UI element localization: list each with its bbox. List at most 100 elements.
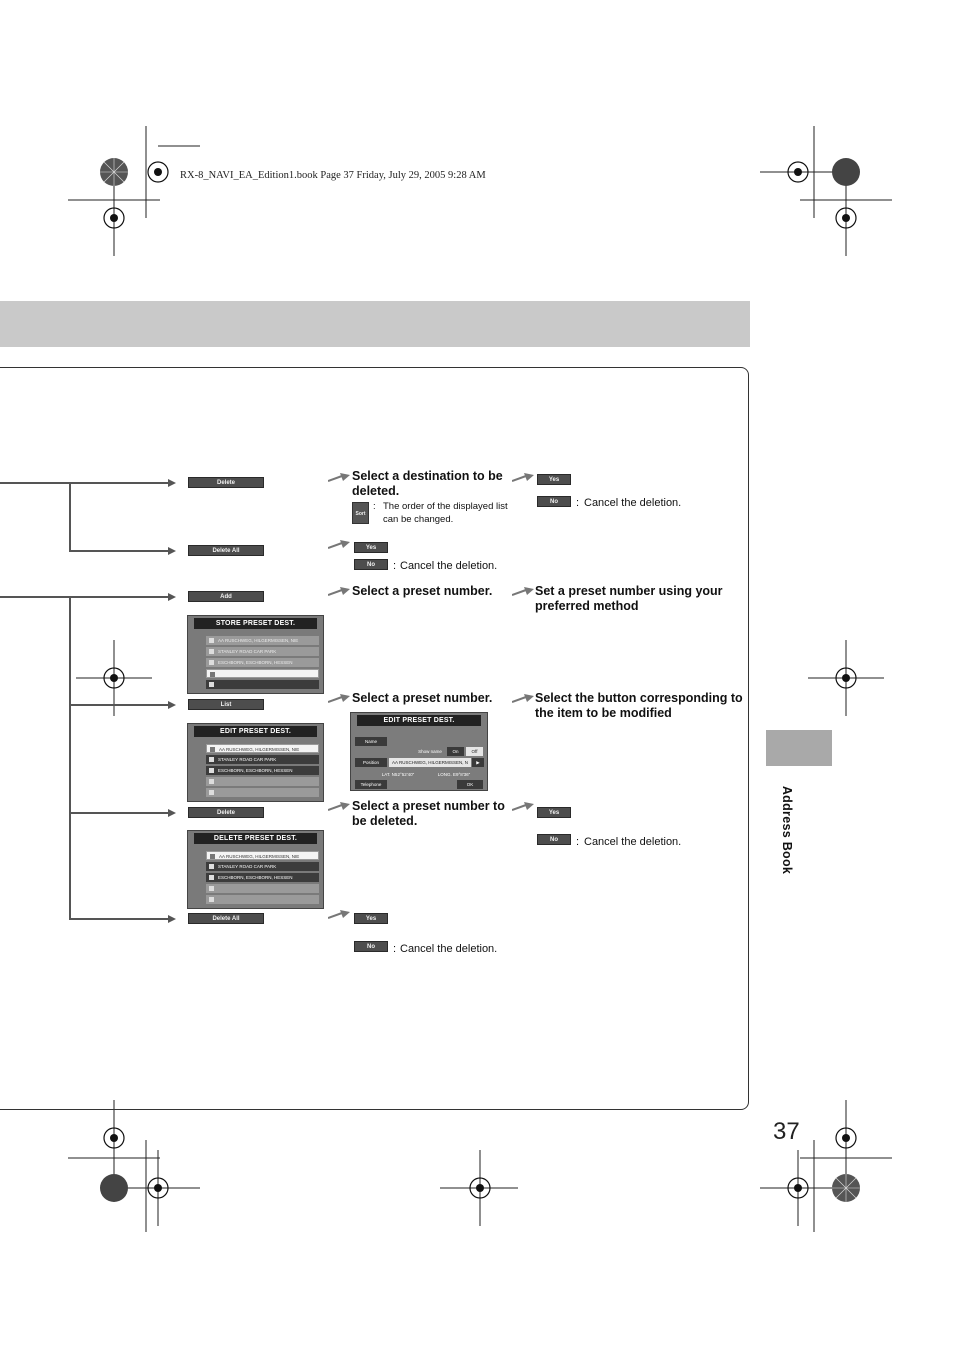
screen-title: EDIT PRESET DEST. — [357, 715, 481, 726]
edit-preset-list-screen: EDIT PRESET DEST. AA RUSCHWEG, HILGERMIS… — [187, 723, 324, 802]
flag-icon — [209, 649, 214, 655]
delete-preset-list-screen: DELETE PRESET DEST. AA RUSCHWEG, HILGERM… — [187, 830, 324, 909]
flag-icon — [209, 875, 214, 881]
list-item[interactable]: AA RUSCHWEG, HILGERMISSEN, NIE — [206, 744, 319, 753]
cancel-deletion-note: Cancel the deletion. — [400, 943, 498, 955]
branch-arrowhead — [168, 479, 176, 487]
flag-icon — [209, 660, 214, 666]
flow-arrow — [512, 694, 534, 704]
cancel-deletion-note: Cancel the deletion. — [584, 497, 682, 509]
step-select-preset-number: Select a preset number. — [352, 691, 493, 705]
flag-icon — [210, 854, 215, 859]
sort-button[interactable]: Sort — [352, 502, 369, 524]
list-item[interactable]: STANLEY ROAD CAR PARK — [206, 862, 319, 871]
position-button[interactable]: Position — [355, 758, 387, 767]
list-item[interactable]: AA RUSCHWEG, HILGERMISSEN, NIE — [206, 636, 319, 645]
colon: : — [393, 943, 397, 955]
list-item[interactable]: ESCHBORN, ESCHBORN, HESSEN — [206, 658, 319, 667]
ok-button[interactable]: OK — [457, 780, 483, 789]
no-button[interactable]: No — [537, 496, 571, 507]
flow-arrow — [512, 587, 534, 597]
no-button[interactable]: No — [537, 834, 571, 845]
cancel-deletion-note: Cancel the deletion. — [584, 836, 682, 848]
list-item[interactable]: ESCHBORN, ESCHBORN, HESSEN — [206, 766, 319, 775]
flow-arrow — [328, 910, 350, 920]
store-preset-screen: STORE PRESET DEST. AA RUSCHWEG, HILGERMI… — [187, 615, 324, 694]
flow-arrow — [328, 587, 350, 597]
latitude-value: LAT. N52°52'40" — [381, 772, 415, 777]
edit-preset-detail-screen: EDIT PRESET DEST. Name Show name On Off … — [350, 712, 488, 791]
step-set-preset-number: Set a preset number using your preferred… — [535, 584, 723, 613]
branch-line — [69, 596, 71, 918]
branch-line — [69, 704, 170, 706]
preset-delete-all-button[interactable]: Delete All — [188, 913, 264, 924]
sort-note: The order of the displayed list can be c… — [383, 501, 508, 525]
flow-arrow — [328, 540, 350, 550]
position-value: AA RUSCHWEG, HILGERMISSEN, N — [389, 758, 471, 767]
side-tab — [766, 730, 832, 766]
branch-line — [69, 918, 170, 920]
list-item[interactable]: STANLEY ROAD CAR PARK — [206, 647, 319, 656]
branch-line — [69, 550, 170, 552]
content-frame — [0, 367, 749, 1110]
yes-button[interactable]: Yes — [354, 913, 388, 924]
list-item[interactable] — [206, 777, 319, 786]
flag-icon — [209, 638, 214, 644]
list-item[interactable] — [206, 680, 319, 689]
delete-button[interactable]: Delete — [188, 477, 264, 488]
step-select-button: Select the button corresponding to the i… — [535, 691, 743, 720]
list-item[interactable] — [206, 788, 319, 797]
list-button[interactable]: List — [188, 699, 264, 710]
preset-delete-button[interactable]: Delete — [188, 807, 264, 818]
flow-arrow — [512, 473, 534, 483]
cancel-deletion-note: Cancel the deletion. — [400, 560, 498, 572]
show-name-label: Show name — [418, 749, 442, 754]
branch-arrowhead — [168, 701, 176, 709]
screen-title: DELETE PRESET DEST. — [194, 833, 317, 844]
list-item[interactable] — [206, 895, 319, 904]
position-arrow-button[interactable]: ▶ — [472, 758, 484, 767]
yes-button[interactable]: Yes — [537, 807, 571, 818]
page-number: 37 — [773, 1118, 800, 1145]
step-select-destination: Select a destination to be deleted. — [352, 469, 503, 498]
no-button[interactable]: No — [354, 559, 388, 570]
colon: : — [393, 560, 397, 572]
flag-icon — [209, 682, 214, 688]
colon: : — [576, 497, 580, 509]
list-item[interactable] — [206, 884, 319, 893]
yes-button[interactable]: Yes — [354, 542, 388, 553]
no-button[interactable]: No — [354, 941, 388, 952]
flag-icon — [209, 779, 214, 785]
show-name-off-button[interactable]: Off — [466, 747, 483, 756]
list-item[interactable]: STANLEY ROAD CAR PARK — [206, 755, 319, 764]
list-item[interactable]: AA RUSCHWEG, HILGERMISSEN, NIE — [206, 851, 319, 860]
branch-line — [0, 596, 170, 598]
add-button[interactable]: Add — [188, 591, 264, 602]
name-field-button[interactable]: Name — [355, 737, 387, 746]
branch-line — [69, 812, 170, 814]
yes-button[interactable]: Yes — [537, 474, 571, 485]
show-name-on-button[interactable]: On — [447, 747, 464, 756]
header-band — [0, 301, 750, 347]
screen-title: EDIT PRESET DEST. — [194, 726, 317, 737]
delete-all-button[interactable]: Delete All — [188, 545, 264, 556]
book-info: RX-8_NAVI_EA_Edition1.book Page 37 Frida… — [180, 170, 486, 181]
list-item[interactable] — [206, 669, 319, 678]
flag-icon — [209, 864, 214, 870]
preset-list: AA RUSCHWEG, HILGERMISSEN, NIE STANLEY R… — [206, 744, 319, 799]
flag-icon — [210, 747, 215, 752]
preset-list: AA RUSCHWEG, HILGERMISSEN, NIE STANLEY R… — [206, 851, 319, 906]
step-select-preset-delete: Select a preset number to be deleted. — [352, 799, 505, 828]
list-item[interactable]: ESCHBORN, ESCHBORN, HESSEN — [206, 873, 319, 882]
flag-icon — [210, 672, 215, 677]
side-tab-label: Address Book — [780, 785, 794, 875]
branch-arrowhead — [168, 547, 176, 555]
flow-arrow — [328, 473, 350, 483]
branch-line — [0, 482, 170, 484]
telephone-button[interactable]: Telephone — [355, 780, 387, 789]
flow-arrow — [328, 694, 350, 704]
screen-title: STORE PRESET DEST. — [194, 618, 317, 629]
flag-icon — [209, 757, 214, 763]
preset-list: AA RUSCHWEG, HILGERMISSEN, NIE STANLEY R… — [206, 636, 319, 691]
